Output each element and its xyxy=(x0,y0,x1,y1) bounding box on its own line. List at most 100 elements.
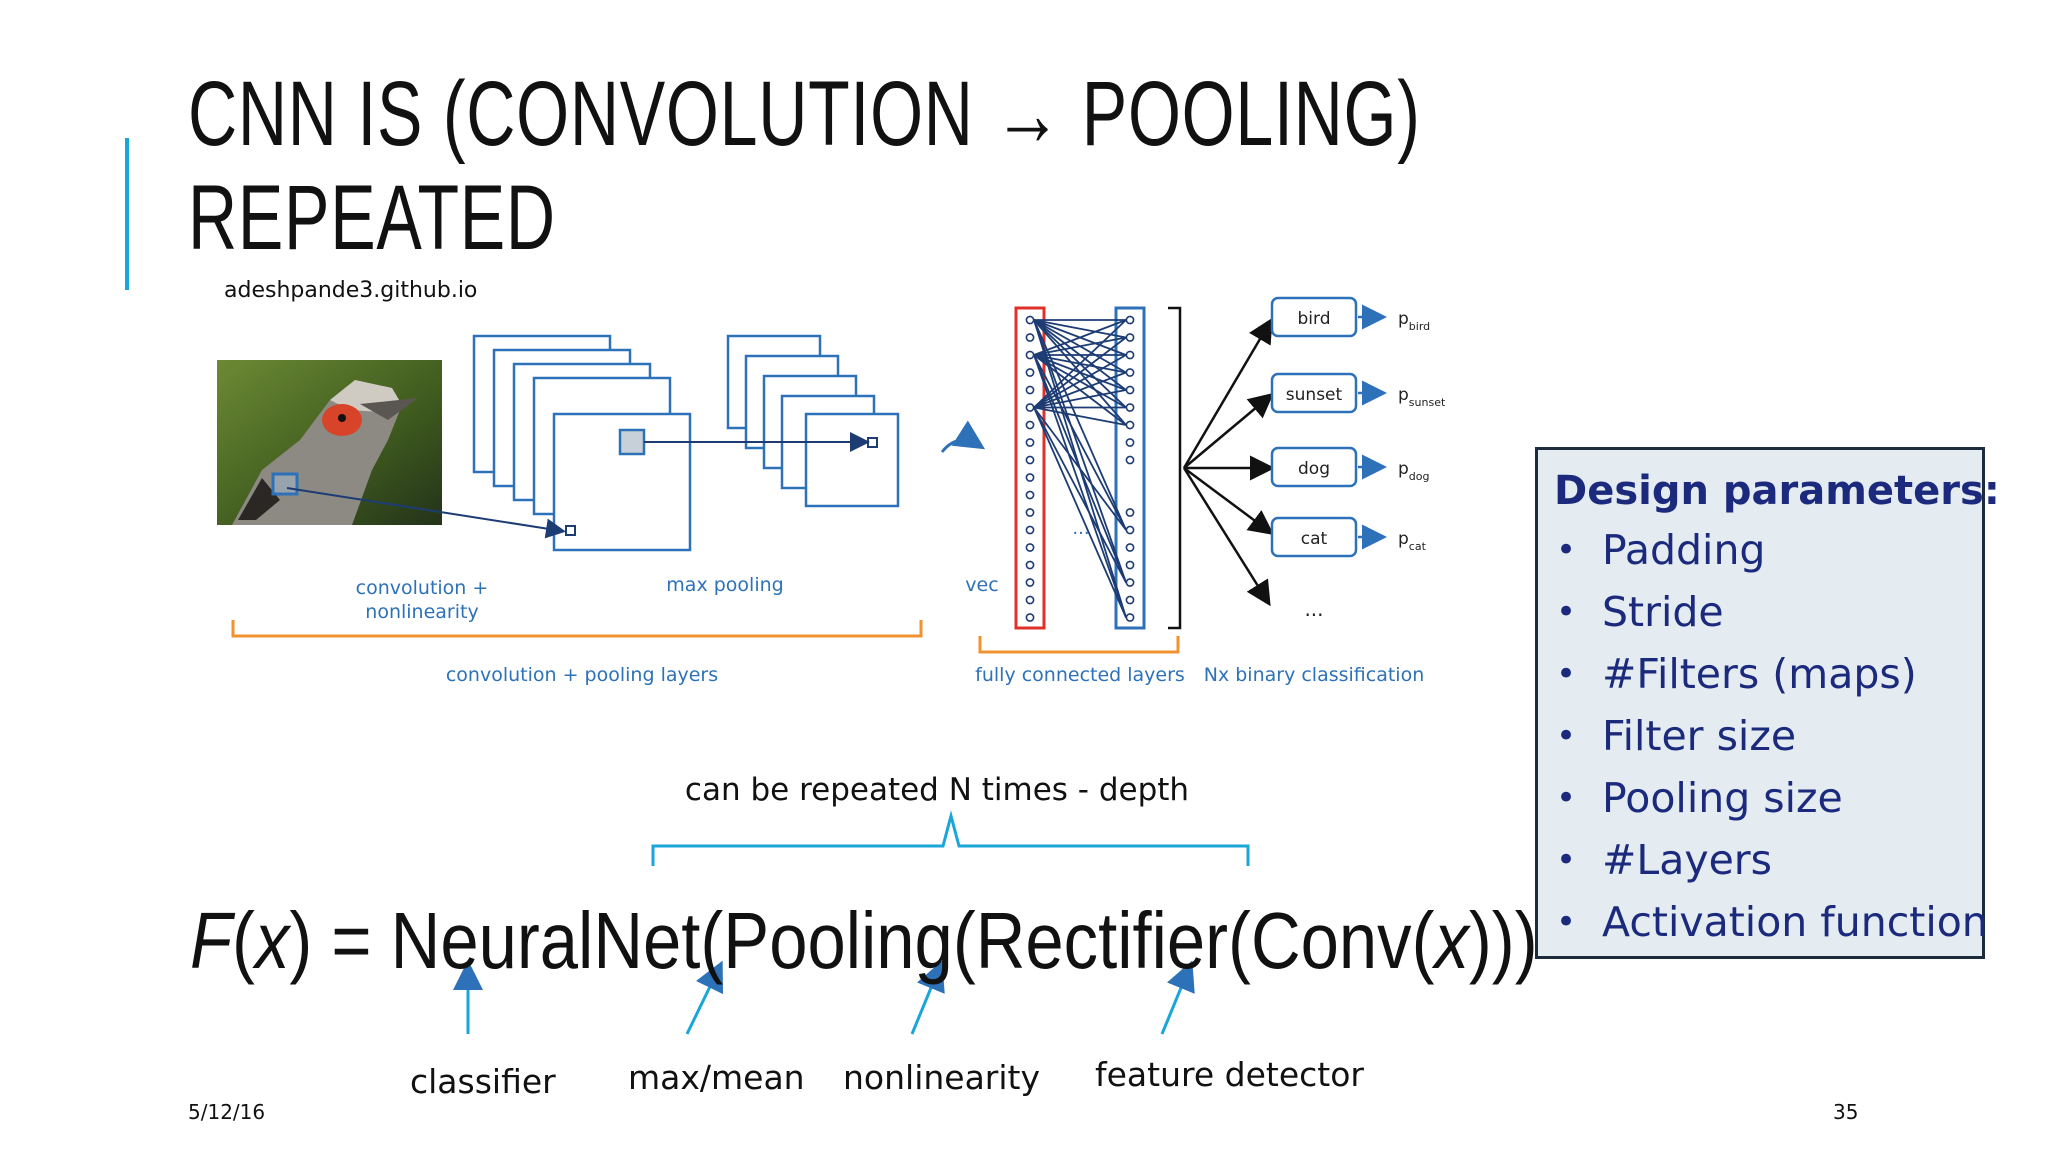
fc-connection xyxy=(1033,371,1127,409)
prob-bird: pbird xyxy=(1398,309,1430,333)
hidden-neuron xyxy=(1125,578,1135,587)
vec-neuron xyxy=(1025,368,1035,377)
fc-connections xyxy=(1033,319,1127,618)
fc-connection xyxy=(1033,406,1127,426)
design-parameters-title: Design parameters: xyxy=(1554,468,2000,514)
vec-neurons xyxy=(1025,315,1035,622)
prob-cat: pcat xyxy=(1398,529,1427,553)
fc-connection xyxy=(1033,406,1127,531)
bullet-icon: • xyxy=(1556,902,1577,942)
bullet-icon: • xyxy=(1556,530,1577,570)
depth-brace xyxy=(651,810,1250,866)
label-vec: vec xyxy=(965,574,998,596)
hidden-neuron xyxy=(1125,420,1135,430)
vec-neuron xyxy=(1025,403,1035,412)
label-nonlinearity: nonlinearity xyxy=(365,601,478,623)
flatten-arrow xyxy=(940,420,986,453)
class-label-cat: cat xyxy=(1301,529,1328,549)
fc-connection xyxy=(1033,354,1127,409)
fc-connection xyxy=(1033,354,1127,531)
fc-connection xyxy=(1033,336,1127,409)
cnn-formula: F = (x) = NeuralNet(Pooling(Rectifier(Co… xyxy=(190,896,1538,985)
hidden-neuron xyxy=(1125,508,1135,517)
formula-close: ))) xyxy=(1468,896,1538,985)
fc-connection xyxy=(1033,389,1127,409)
hidden-neuron xyxy=(1125,455,1135,465)
formula-annotation-arrows xyxy=(453,960,1195,1035)
vec-neuron xyxy=(1025,438,1035,447)
design-parameters-list: •Padding •Stride •#Filters (maps) •Filte… xyxy=(1554,524,1988,958)
vec-neuron xyxy=(1025,543,1035,552)
class-label-bird: bird xyxy=(1298,309,1331,329)
slide-title: CNN IS (CONVOLUTION → POOLING) REPEATED xyxy=(188,62,1421,270)
design-parameters-box: Design parameters: • Padding • Stride • #Fi… xyxy=(1535,447,2000,959)
hidden-column xyxy=(1114,306,1146,630)
slide-title-line-1: CNN IS (CONVOLUTION → POOLING) xyxy=(188,63,1421,165)
vec-neuron xyxy=(1025,525,1035,535)
label-convolution: convolution + xyxy=(356,577,489,599)
hidden-neuron xyxy=(1125,560,1135,570)
hidden-neuron xyxy=(1125,315,1135,325)
hidden-neuron xyxy=(1125,403,1135,412)
formula-f: F xyxy=(190,896,233,985)
param-item: • Padding xyxy=(1554,524,1982,586)
hidden-neuron xyxy=(1125,385,1135,395)
vec-column xyxy=(1014,306,1046,630)
class-cat: cat pcat xyxy=(1270,516,1427,558)
prob-sunset: psunset xyxy=(1398,385,1446,409)
fc-connection xyxy=(1033,407,1127,583)
vec-neuron xyxy=(1025,473,1035,482)
vec-neuron xyxy=(1025,420,1035,430)
hidden-neuron xyxy=(1125,525,1135,535)
anno-classifier: classifier xyxy=(410,1062,556,1101)
conv-feature-maps xyxy=(472,334,692,552)
param-label: #Layers xyxy=(1602,836,1773,884)
param-label: #Filters (maps) xyxy=(1602,650,1917,698)
conv-arrow xyxy=(286,487,566,539)
formula-x-2: x xyxy=(1434,896,1469,985)
bird-photo xyxy=(217,360,442,525)
fc-bracket xyxy=(978,636,1180,654)
param-item: • Activation function xyxy=(1554,896,1988,958)
vec-neuron xyxy=(1025,578,1035,587)
param-label: Padding xyxy=(1602,526,1766,574)
class-dog: dog pdog xyxy=(1270,446,1430,488)
bullet-icon: • xyxy=(1556,654,1577,694)
hidden-neurons xyxy=(1125,315,1135,622)
hidden-neuron xyxy=(1125,543,1135,552)
pooled-feature-maps xyxy=(726,334,900,508)
bullet-icon: • xyxy=(1556,778,1577,818)
fc-connection xyxy=(1033,319,1127,356)
param-label: Activation function xyxy=(1602,898,1988,946)
anno-nonlinearity: nonlinearity xyxy=(843,1058,1041,1097)
param-label: Stride xyxy=(1602,588,1724,636)
hidden-neuron xyxy=(1125,350,1135,360)
param-item: • Pooling size xyxy=(1554,772,1982,834)
class-label-sunset: sunset xyxy=(1286,385,1343,405)
vec-neuron xyxy=(1025,455,1035,465)
conv-pool-bracket xyxy=(231,620,923,638)
formula-equals: = xyxy=(312,896,391,985)
fc-right-bracket xyxy=(1168,306,1182,630)
label-binary-classification: Nx binary classification xyxy=(1204,664,1425,686)
formula-x-1: x xyxy=(254,896,290,985)
classification-arrows xyxy=(1182,317,1275,607)
vec-neuron xyxy=(1025,385,1035,395)
param-label: Pooling size xyxy=(1602,774,1843,822)
fc-connection xyxy=(1033,407,1127,618)
class-ellipsis: ... xyxy=(1304,597,1323,621)
vec-neuron xyxy=(1025,508,1035,517)
param-item: •Filter size xyxy=(1554,710,1982,772)
depth-note: can be repeated N times - depth xyxy=(685,772,1189,808)
slide-title-line-2: REPEATED xyxy=(188,167,556,269)
param-item: • Stride xyxy=(1554,586,1982,648)
bullet-icon: • xyxy=(1556,840,1577,880)
param-label: Filter size xyxy=(1602,712,1797,760)
bullet-icon: • xyxy=(1556,592,1577,632)
fc-connection xyxy=(1033,336,1127,356)
vec-neuron xyxy=(1025,490,1035,500)
pooled-output-unit xyxy=(867,437,878,448)
vec-neuron xyxy=(1025,613,1035,622)
hidden-neuron xyxy=(1125,613,1135,622)
